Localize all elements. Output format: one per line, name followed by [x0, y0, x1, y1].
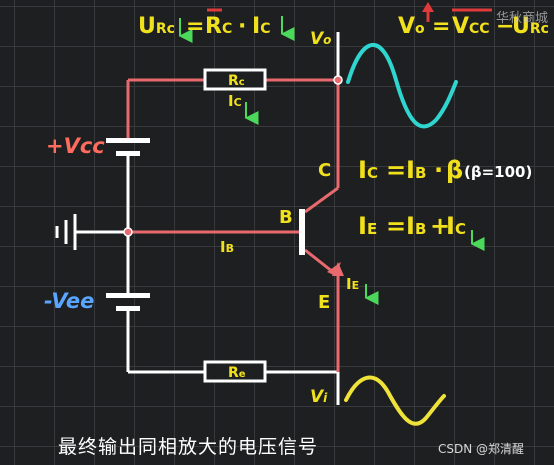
eq-vo: Vo: [398, 14, 425, 39]
label-vi: Vi: [310, 387, 328, 407]
inactive-wires: [75, 32, 340, 405]
eq-ie: IE: [358, 212, 377, 240]
beta-note: (β=100): [464, 163, 532, 181]
eq-ic-ib: IB: [406, 156, 426, 184]
eq-urc: URc: [138, 14, 175, 39]
active-wires: [126, 78, 340, 372]
label-emitter: E: [318, 292, 330, 313]
label-rc: Rc: [228, 73, 245, 89]
label-vcc: +Vcc: [46, 134, 105, 158]
eq-urc-equals: =: [186, 14, 204, 39]
label-ie: IE: [346, 275, 359, 293]
emitter-lead: [304, 248, 334, 274]
eq-urc-dot: ·: [238, 14, 246, 39]
input-waveform: [344, 375, 446, 426]
eq-ie-ic: IC: [446, 212, 466, 240]
collector-lead: [304, 186, 339, 214]
eq-vo-equals: =: [432, 14, 450, 39]
junction-node-ground: [123, 227, 133, 237]
arrow-vo-up-head: [422, 2, 434, 12]
resistor-rc: [203, 68, 267, 91]
eq-ic-dot: ·: [434, 156, 443, 184]
watermark-bottom: CSDN @郑清醒: [438, 442, 525, 456]
transistor-base-bar: [299, 209, 305, 255]
eq-ie-ib: IB: [406, 212, 426, 240]
label-vee: -Vee: [44, 289, 94, 313]
emitter-up-arrow: [332, 262, 344, 276]
eq-vo-minus: −: [496, 14, 514, 39]
eq-ie-plus: +: [430, 212, 450, 240]
label-ib: IB: [220, 238, 234, 256]
vcc-battery: [106, 138, 150, 156]
eq-ic: IC: [358, 156, 378, 184]
junction-node-vo: [333, 75, 343, 85]
label-collector: C: [318, 160, 331, 181]
label-re: Re: [228, 365, 246, 381]
eq-urc-r: RC: [205, 14, 232, 39]
label-ic-rc: IC: [228, 92, 242, 110]
output-waveform: [346, 43, 458, 129]
label-vo: Vo: [310, 29, 331, 49]
caption: 最终输出同相放大的电压信号: [58, 436, 319, 458]
ground-symbol: [55, 214, 77, 250]
eq-vo-u: URc: [512, 14, 549, 39]
eq-ic-beta: β: [446, 156, 463, 184]
eq-ic-equals: =: [386, 156, 406, 184]
watermark-top: 华秋商城: [496, 11, 548, 26]
eq-urc-i: IC: [252, 14, 270, 39]
eq-ie-equals: =: [386, 212, 406, 240]
label-base: B: [279, 207, 293, 228]
resistor-re: [203, 360, 267, 383]
eq-vo-vcc: VCC: [452, 14, 490, 39]
vee-battery: [106, 293, 150, 311]
